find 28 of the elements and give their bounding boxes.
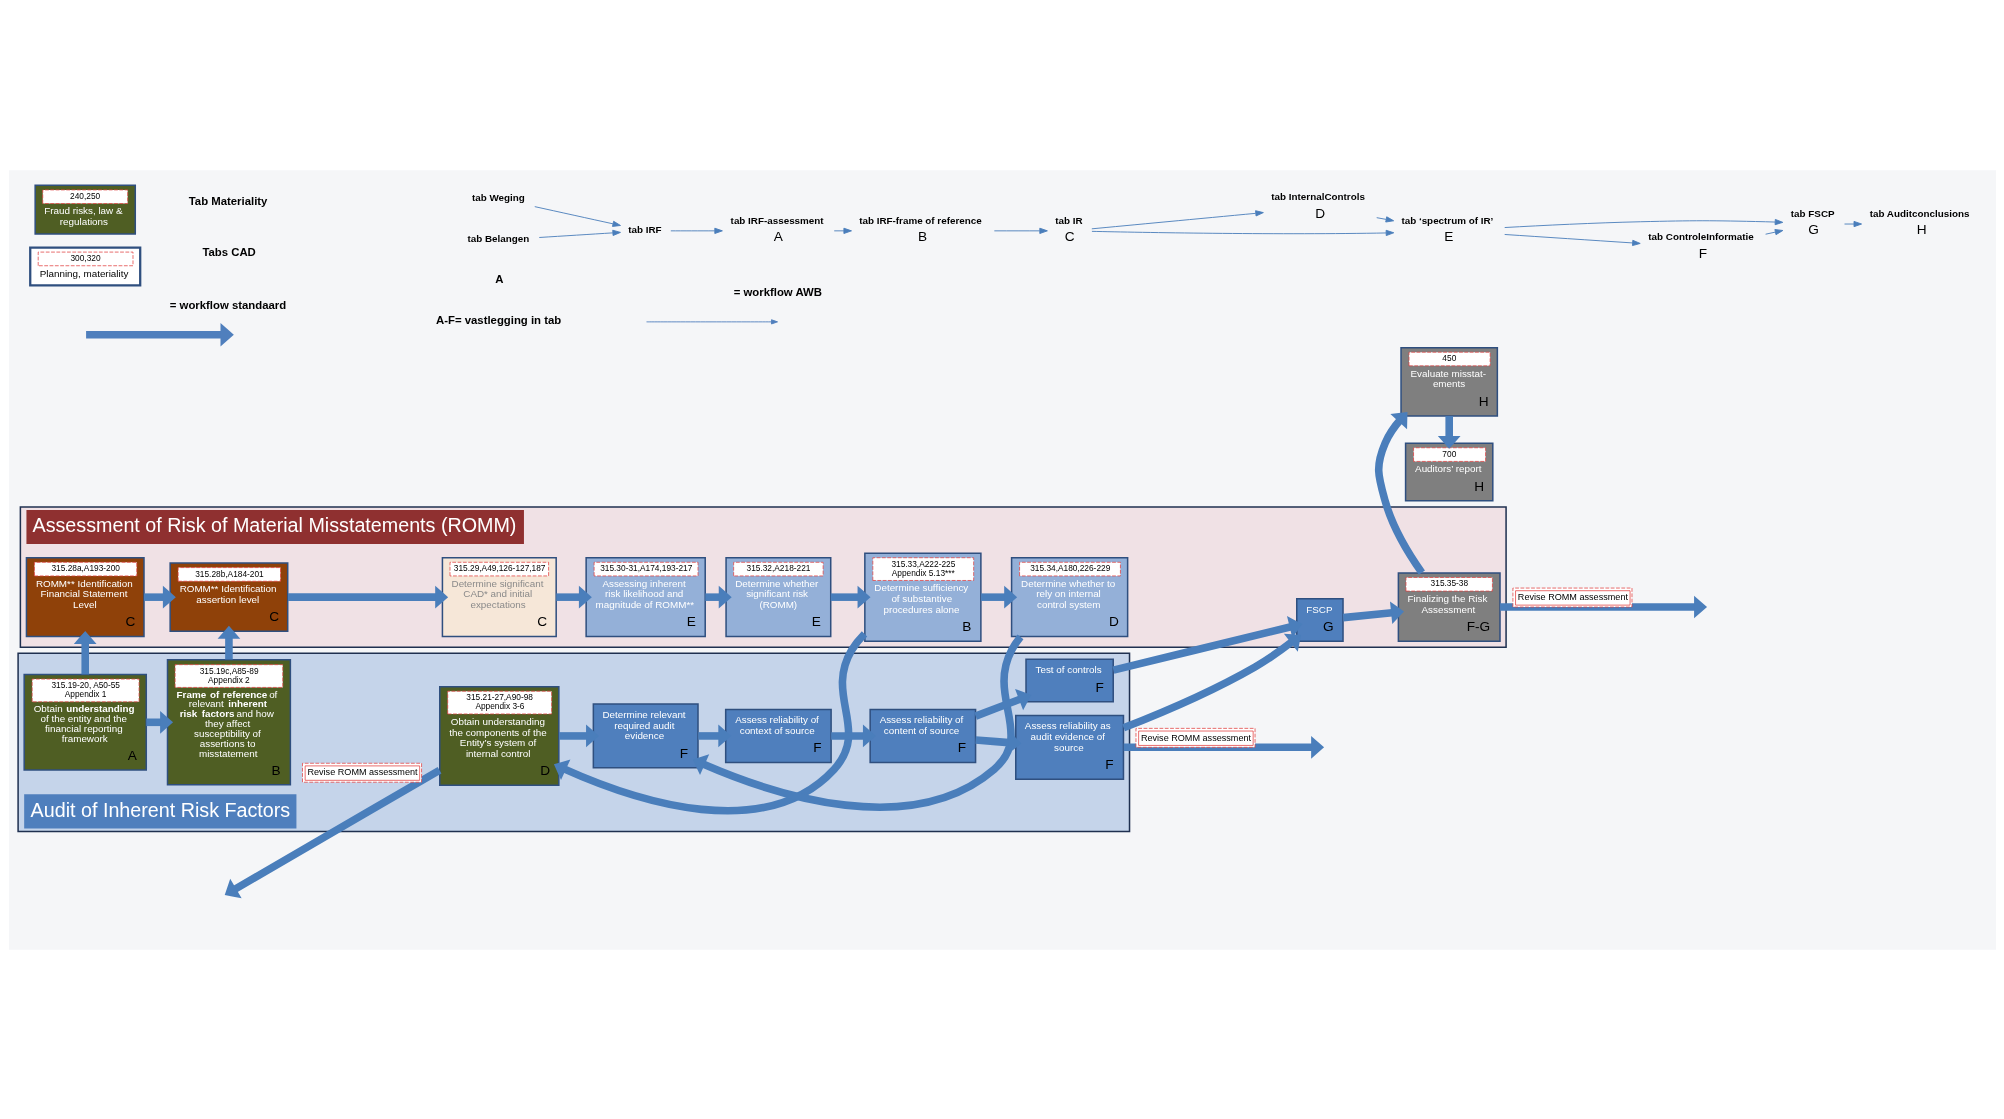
node-label: A <box>773 228 783 244</box>
node-text: tab Auditconclusions <box>1869 207 1969 219</box>
legend-label: = workflow AWB <box>733 285 822 298</box>
label: A-F= vastlegging in tab <box>435 313 561 326</box>
label: Tabs CAD <box>201 245 256 258</box>
node-label: C <box>1064 228 1075 244</box>
node-text: tab Weging <box>471 191 525 203</box>
node-label: F <box>1698 245 1707 261</box>
node-text: tab IR <box>1054 214 1083 226</box>
node-text: tab ‘spectrum of IR’ <box>1400 214 1493 226</box>
edge-label: Revise ROMM assessment <box>1517 591 1628 602</box>
label: Tab Materiality <box>188 194 267 207</box>
label: A <box>494 272 503 285</box>
node-text: tab FSCP <box>1790 207 1835 219</box>
node-text: tab InternalControls <box>1270 190 1365 202</box>
node-label: G <box>1807 221 1819 237</box>
node-label: H <box>1916 221 1927 237</box>
node-text: tab ControleInformatie <box>1647 230 1754 242</box>
edge-label: Revise ROMM assessment <box>1140 732 1251 743</box>
legend-label: = workflow standaard <box>169 298 286 311</box>
node-text: tab IRF <box>627 223 662 235</box>
node-text: tab Belangen <box>466 232 529 244</box>
node-text: tab IRF-frame of reference <box>858 214 982 226</box>
node-label: E <box>1443 228 1453 244</box>
node-label: B <box>917 228 927 244</box>
node-label: D <box>1314 205 1325 221</box>
node-text: tab IRF-assessment <box>730 214 824 226</box>
edge-label: Revise ROMM assessment <box>306 766 418 777</box>
